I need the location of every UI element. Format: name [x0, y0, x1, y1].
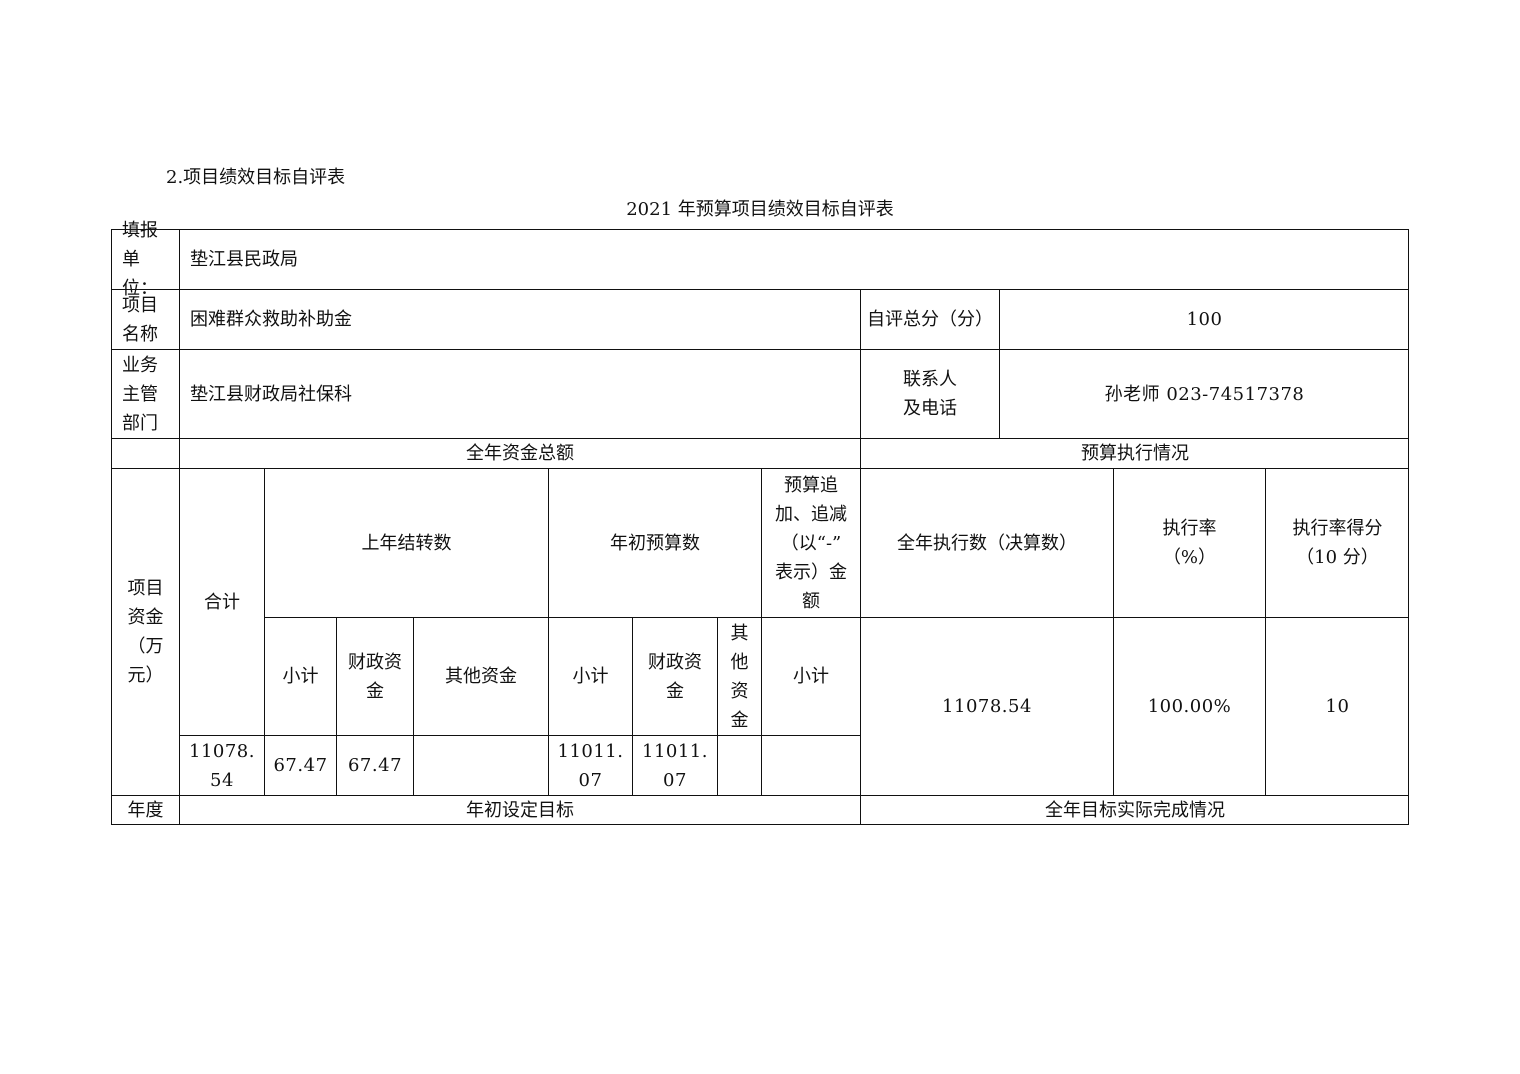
actual-completion-header: 全年目标实际完成情况	[1045, 799, 1225, 821]
init-fiscal-header: 财政资 金	[633, 618, 718, 736]
init-subtotal-value: 11011. 07	[549, 736, 633, 796]
funds-blank-cell	[112, 439, 180, 469]
total-value: 11078. 54	[180, 736, 265, 796]
dept-value: 垫江县财政局社保科	[180, 350, 861, 439]
init-other-header: 其 他 资 金	[718, 618, 762, 736]
dept-label: 业务 主管 部门	[112, 350, 180, 439]
rate-value: 100.00%	[1114, 618, 1266, 796]
unit-label: 填报 单位：	[112, 220, 180, 299]
col-rate-score-header: 执行率得分 （10 分）	[1266, 469, 1409, 618]
initial-goal-header: 年初设定目标	[180, 796, 861, 824]
prev-subtotal-value: 67.47	[265, 736, 337, 796]
score-label: 自评总分（分）	[861, 290, 1000, 350]
prev-other-value	[414, 736, 549, 796]
adjust-subtotal-header: 小计	[762, 618, 861, 736]
project-label: 项目 名称	[112, 290, 180, 350]
project-funds-label: 项目 资金 （万 元）	[112, 469, 180, 796]
prev-other-header: 其他资金	[414, 618, 549, 736]
prev-subtotal-header: 小计	[265, 618, 337, 736]
col-initial-header: 年初预算数	[549, 469, 762, 618]
contact-value: 孙老师 023-74517378	[1000, 350, 1409, 439]
contact-label: 联系人 及电话	[861, 350, 1000, 439]
table-title: 2021 年预算项目绩效目标自评表	[626, 199, 894, 220]
year-label: 年度	[112, 796, 180, 824]
total-funds-header: 全年资金总额	[180, 439, 861, 469]
adjust-value	[762, 736, 861, 796]
init-fiscal-value: 11011. 07	[633, 736, 718, 796]
exec-header: 预算执行情况	[861, 439, 1409, 469]
col-rate-header: 执行率 （%）	[1114, 469, 1266, 618]
col-prev-header: 上年结转数	[265, 469, 549, 618]
unit-value: 垫江县民政局	[180, 230, 1409, 290]
init-other-value	[718, 736, 762, 796]
col-exec-header: 全年执行数（决算数）	[861, 469, 1114, 618]
self-evaluation-table: 填报 单位： 垫江县民政局 项目 名称 困难群众救助补助金 自评总分（分） 10…	[111, 220, 1409, 825]
section-heading: 2.项目绩效目标自评表	[166, 167, 346, 188]
col-adjust-header: 预算追 加、追减 （以“-” 表示）金 额	[762, 469, 861, 618]
prev-fiscal-value: 67.47	[337, 736, 414, 796]
project-value: 困难群众救助补助金	[180, 290, 861, 350]
prev-fiscal-header: 财政资 金	[337, 618, 414, 736]
init-subtotal-header: 小计	[549, 618, 633, 736]
exec-value: 11078.54	[861, 618, 1114, 796]
score-value: 100	[1000, 290, 1409, 350]
rate-score-value: 10	[1266, 618, 1409, 796]
col-total-header: 合计	[180, 469, 265, 736]
